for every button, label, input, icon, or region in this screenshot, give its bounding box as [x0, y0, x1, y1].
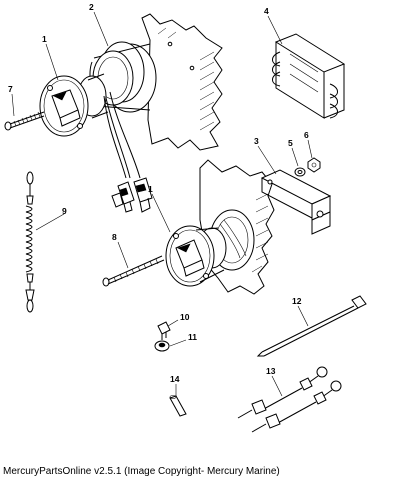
push-fastener [157, 321, 171, 340]
callouts: 1 2 4 7 3 5 6 1 9 8 12 10 11 13 14 [8, 2, 309, 384]
screw-upper [4, 111, 45, 131]
plug-socket-upper [39, 73, 109, 137]
lanyard [25, 171, 35, 313]
callout-7: 7 [8, 84, 13, 94]
callout-1-upper: 1 [42, 34, 47, 44]
lower-wall-panel [199, 159, 275, 295]
callout-9: 9 [62, 206, 67, 216]
wire-lead-upper [237, 366, 328, 419]
upper-wall-panel [141, 13, 223, 151]
callout-4: 4 [264, 6, 269, 16]
wire-leads [237, 366, 342, 433]
callout-14: 14 [170, 374, 180, 384]
wire-connector-b [133, 177, 153, 213]
callout-5: 5 [288, 138, 293, 148]
nut [307, 157, 321, 173]
callout-2: 2 [89, 2, 94, 12]
plug-socket-lower [165, 225, 227, 287]
copyright-footer: MercuryPartsOnline v2.5.1 (Image Copyrig… [3, 466, 280, 477]
screw-lower [102, 255, 165, 287]
washer [294, 167, 306, 177]
spring-clip [272, 33, 346, 119]
cable-tie [256, 295, 367, 357]
callout-11: 11 [188, 332, 197, 342]
wire-connector-a [111, 181, 135, 213]
wire-lead-lower [251, 380, 342, 433]
pin [169, 395, 187, 417]
socket-wires [103, 91, 153, 213]
mounting-bracket [260, 169, 332, 235]
callout-6: 6 [304, 130, 309, 140]
callout-13: 13 [266, 366, 276, 376]
callout-10: 10 [180, 312, 190, 322]
callout-3: 3 [254, 136, 259, 146]
callout-12: 12 [292, 296, 302, 306]
lock-nut [154, 340, 170, 352]
callout-8: 8 [112, 232, 117, 242]
callout-1-lower: 1 [148, 184, 153, 194]
leader-lines [11, 11, 313, 397]
